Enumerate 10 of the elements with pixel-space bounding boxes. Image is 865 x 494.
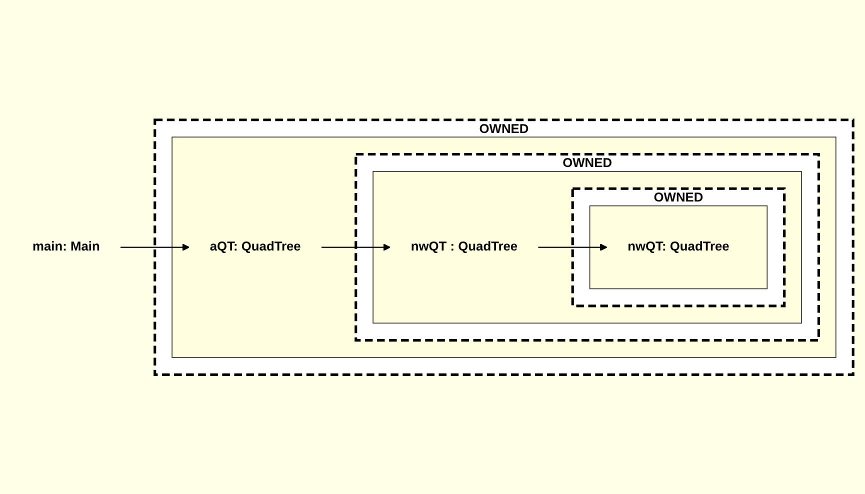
cluster <box>372 170 802 324</box>
arrow <box>322 243 391 251</box>
cluster <box>172 136 836 358</box>
node-text: aQT: QuadTree <box>210 239 301 254</box>
arrow <box>538 243 608 251</box>
cluster <box>589 205 768 289</box>
node-text: main: Main <box>32 239 100 254</box>
arrow <box>120 243 190 251</box>
node-text: nwQT: QuadTree <box>628 239 730 254</box>
node-text: nwQT : QuadTree <box>410 239 518 254</box>
